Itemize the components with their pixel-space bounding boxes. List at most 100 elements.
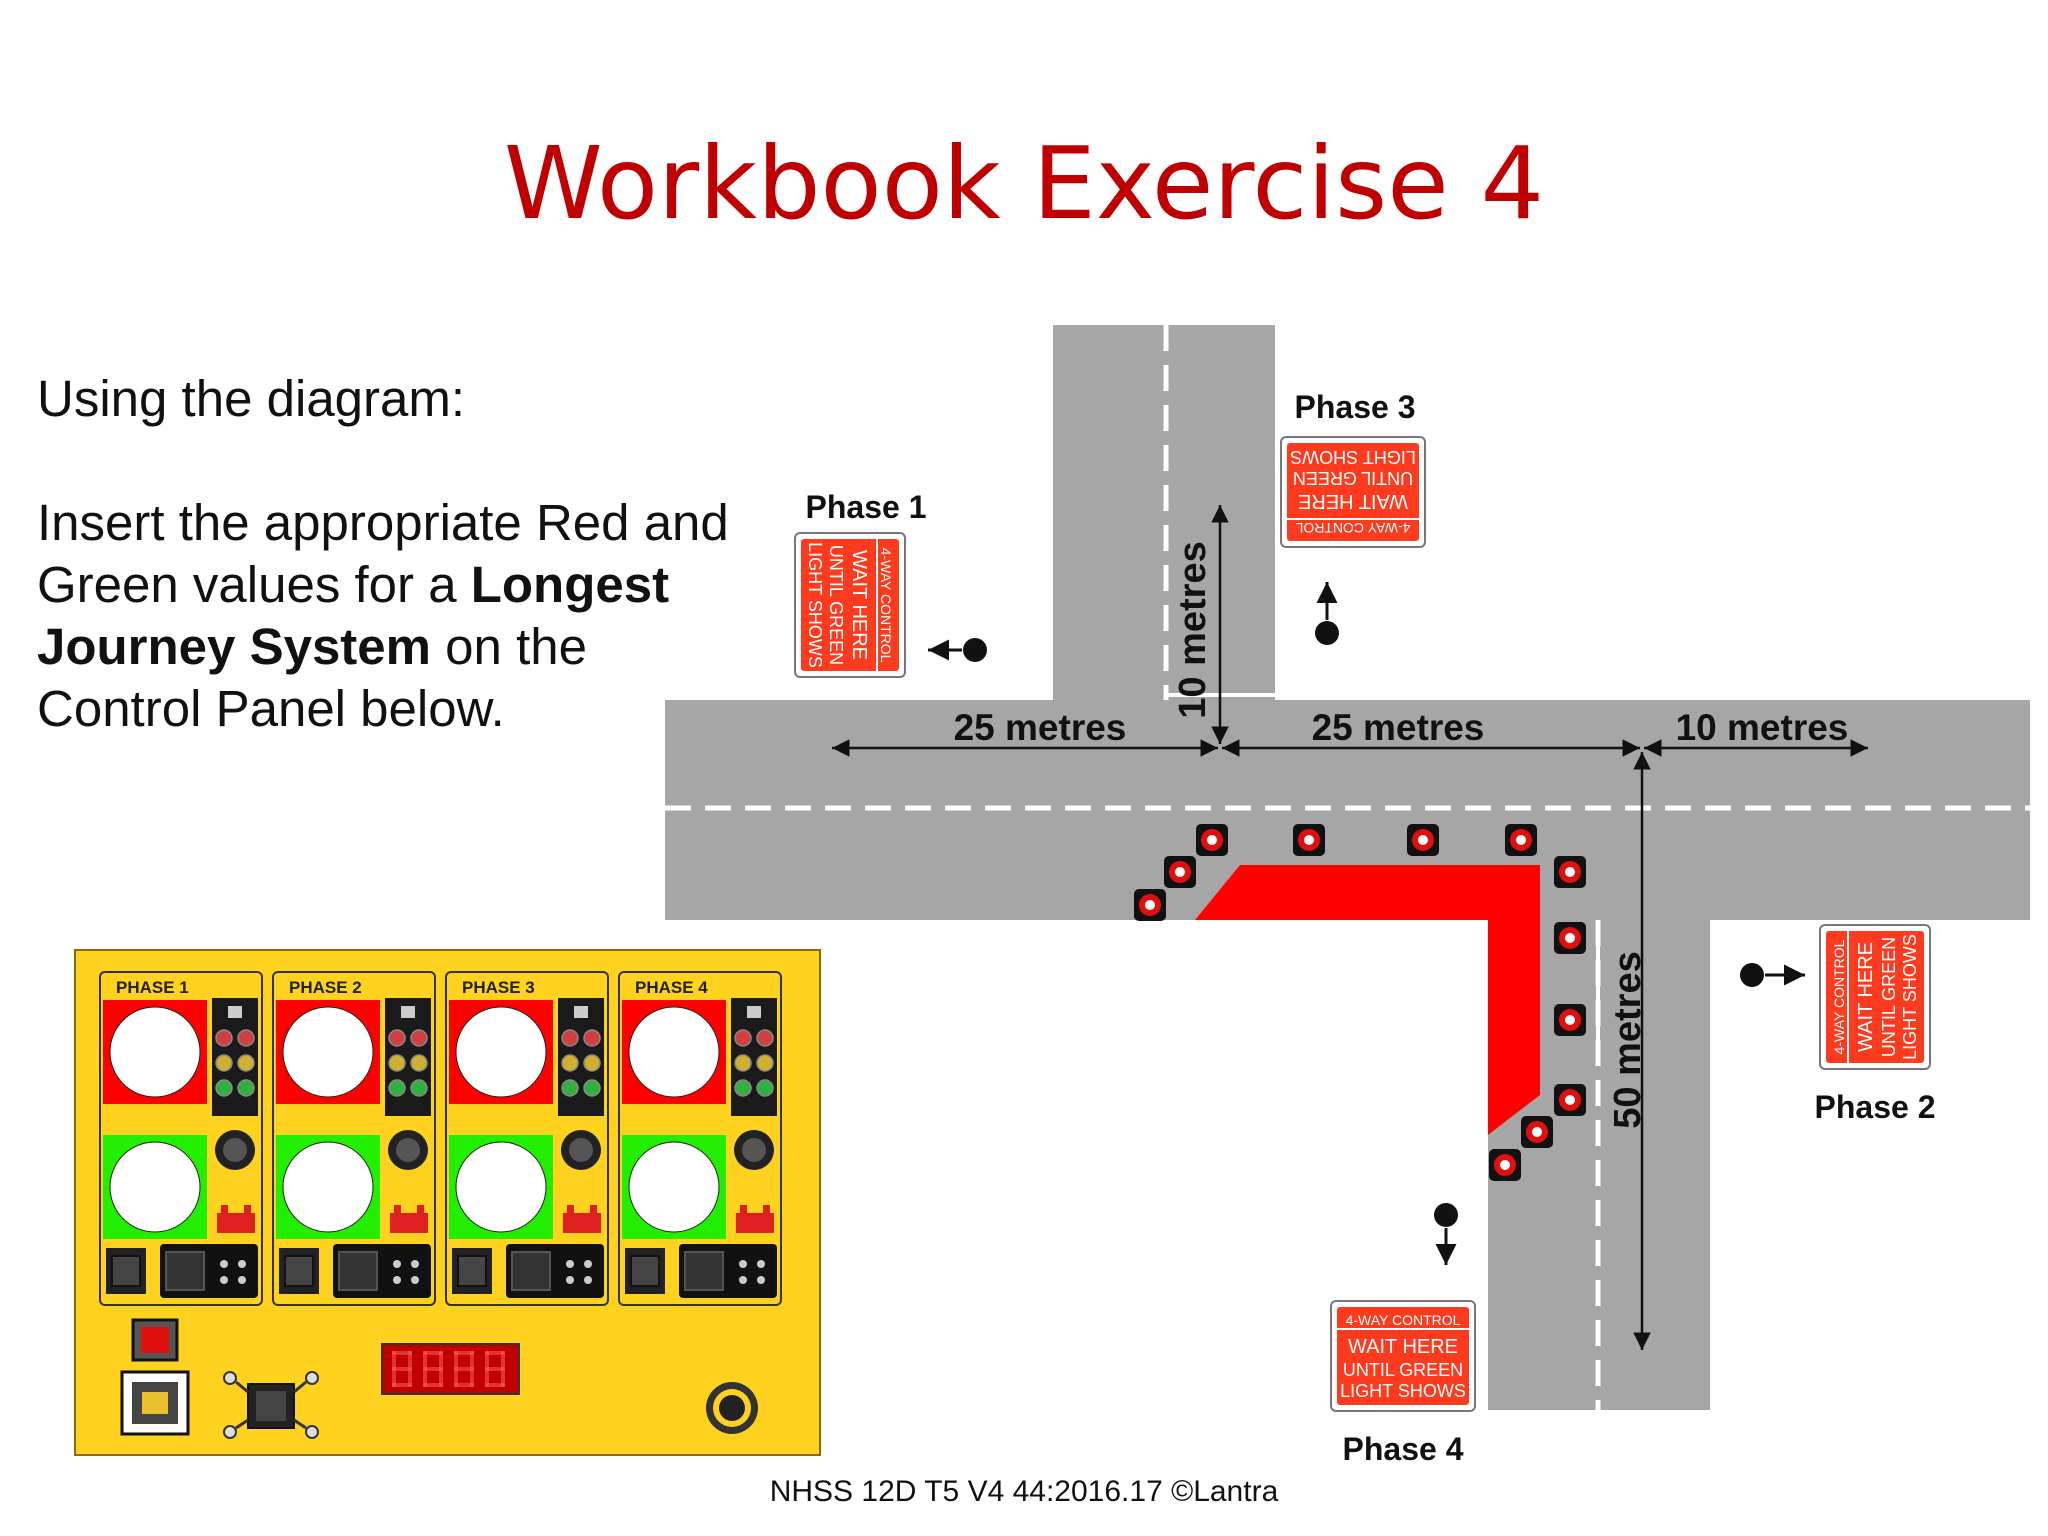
instruction-intro: Using the diagram: <box>37 370 466 427</box>
control-switch[interactable] <box>160 1244 258 1298</box>
detector-button[interactable] <box>734 1130 774 1170</box>
sign-text: WAIT HERE <box>1855 942 1877 1052</box>
phase-label-1: Phase 1 <box>806 489 927 525</box>
phase-module-3: PHASE 3 <box>445 971 609 1306</box>
battery-icon <box>390 1205 428 1233</box>
phase-module-1: PHASE 1 <box>99 971 263 1306</box>
works-area <box>1195 865 1540 1135</box>
detector-button[interactable] <box>561 1130 601 1170</box>
signal-head-icon <box>385 998 431 1116</box>
timer-digit <box>423 1351 443 1387</box>
cone <box>1134 889 1166 921</box>
phase-label-2: Phase 2 <box>1815 1089 1936 1125</box>
phase-module-label: PHASE 1 <box>116 978 189 997</box>
panel-joystick[interactable] <box>223 1371 319 1439</box>
cone <box>1407 824 1439 856</box>
cone <box>1505 824 1537 856</box>
phase-module-label: PHASE 3 <box>462 978 535 997</box>
dim-label-west: 25 metres <box>954 707 1127 748</box>
red-time-input[interactable] <box>622 1000 726 1104</box>
sign-text: LIGHT SHOWS <box>1290 447 1416 467</box>
timer-digit <box>392 1351 412 1387</box>
sign-text: UNTIL GREEN <box>1343 1360 1463 1380</box>
dim-label-south: 50 metres <box>1607 951 1649 1128</box>
signal-head-icon <box>212 998 258 1116</box>
direction-marker-phase-3 <box>1315 582 1339 645</box>
phase-module-label: PHASE 2 <box>289 978 362 997</box>
sign-text: LIGHT SHOWS <box>805 542 825 668</box>
cone <box>1164 856 1196 888</box>
green-time-input[interactable] <box>622 1135 726 1239</box>
sign-text: 4-WAY CONTROL <box>1831 939 1847 1054</box>
page-title: Workbook Exercise 4 <box>503 125 1545 242</box>
sign-text: 4-WAY CONTROL <box>878 548 894 663</box>
panel-knob[interactable] <box>706 1382 758 1434</box>
instruction-pre: Insert the appropriate Red and Green val… <box>37 494 729 613</box>
footer-citation: NHSS 12D T5 V4 44:2016.17 ©Lantra <box>769 1475 1279 1508</box>
phase-label-4: Phase 4 <box>1343 1431 1464 1467</box>
red-time-input[interactable] <box>276 1000 380 1104</box>
sign-text: WAIT HERE <box>1348 1336 1458 1358</box>
direction-marker-phase-2 <box>1740 963 1805 987</box>
phase-module-2: PHASE 2 <box>272 971 436 1306</box>
control-button[interactable] <box>279 1248 319 1294</box>
sign-text: WAIT HERE <box>848 550 870 660</box>
signal-head-icon <box>731 998 777 1116</box>
detector-button[interactable] <box>215 1130 255 1170</box>
sign-text: UNTIL GREEN <box>826 545 846 665</box>
red-time-input[interactable] <box>449 1000 553 1104</box>
control-button[interactable] <box>625 1248 665 1294</box>
sign-text: WAIT HERE <box>1298 490 1408 512</box>
signal-head-icon <box>558 998 604 1116</box>
control-switch[interactable] <box>333 1244 431 1298</box>
sign-text: 4-WAY CONTROL <box>1346 1312 1461 1328</box>
instruction-post: on the Control Panel below. <box>37 618 587 737</box>
cone <box>1554 922 1586 954</box>
cone <box>1554 856 1586 888</box>
timer-digit <box>454 1351 474 1387</box>
traffic-cones <box>1134 824 1586 1181</box>
detector-button[interactable] <box>388 1130 428 1170</box>
control-button[interactable] <box>452 1248 492 1294</box>
sign-text: LIGHT SHOWS <box>1340 1381 1466 1401</box>
instruction-bold: Longest Journey System <box>37 556 670 675</box>
sign-text: 4-WAY CONTROL <box>1295 520 1410 536</box>
dim-label-north: 10 metres <box>1172 541 1214 718</box>
cone <box>1293 824 1325 856</box>
cone <box>1554 1004 1586 1036</box>
dim-label-middle: 25 metres <box>1312 707 1485 748</box>
control-button[interactable] <box>106 1248 146 1294</box>
direction-marker-phase-4 <box>1434 1203 1458 1265</box>
sign-text: UNTIL GREEN <box>1879 937 1899 1057</box>
phase-module-label: PHASE 4 <box>635 978 708 997</box>
sign-text: UNTIL GREEN <box>1293 468 1413 488</box>
timer-digit <box>485 1351 505 1387</box>
cone <box>1554 1084 1586 1116</box>
phase-module-4: PHASE 4 <box>618 971 782 1306</box>
panel-timer-display <box>381 1343 520 1395</box>
control-panel: PHASE 1 PHASE 2 PHASE 3 PHASE 4 <box>74 949 821 1456</box>
cone <box>1489 1149 1521 1181</box>
direction-marker-phase-1 <box>928 638 987 662</box>
green-time-input[interactable] <box>449 1135 553 1239</box>
green-time-input[interactable] <box>103 1135 207 1239</box>
battery-icon <box>563 1205 601 1233</box>
instruction-body: Insert the appropriate Red and Green val… <box>37 492 757 740</box>
red-time-input[interactable] <box>103 1000 207 1104</box>
cone <box>1196 824 1228 856</box>
control-switch[interactable] <box>679 1244 777 1298</box>
instructions: Using the diagram: Insert the appropriat… <box>37 368 757 802</box>
green-time-input[interactable] <box>276 1135 380 1239</box>
battery-icon <box>736 1205 774 1233</box>
dim-label-east: 10 metres <box>1676 707 1849 748</box>
phase-label-3: Phase 3 <box>1295 389 1416 425</box>
cone <box>1521 1116 1553 1148</box>
battery-icon <box>217 1205 255 1233</box>
control-switch[interactable] <box>506 1244 604 1298</box>
sign-text: LIGHT SHOWS <box>1900 934 1920 1060</box>
